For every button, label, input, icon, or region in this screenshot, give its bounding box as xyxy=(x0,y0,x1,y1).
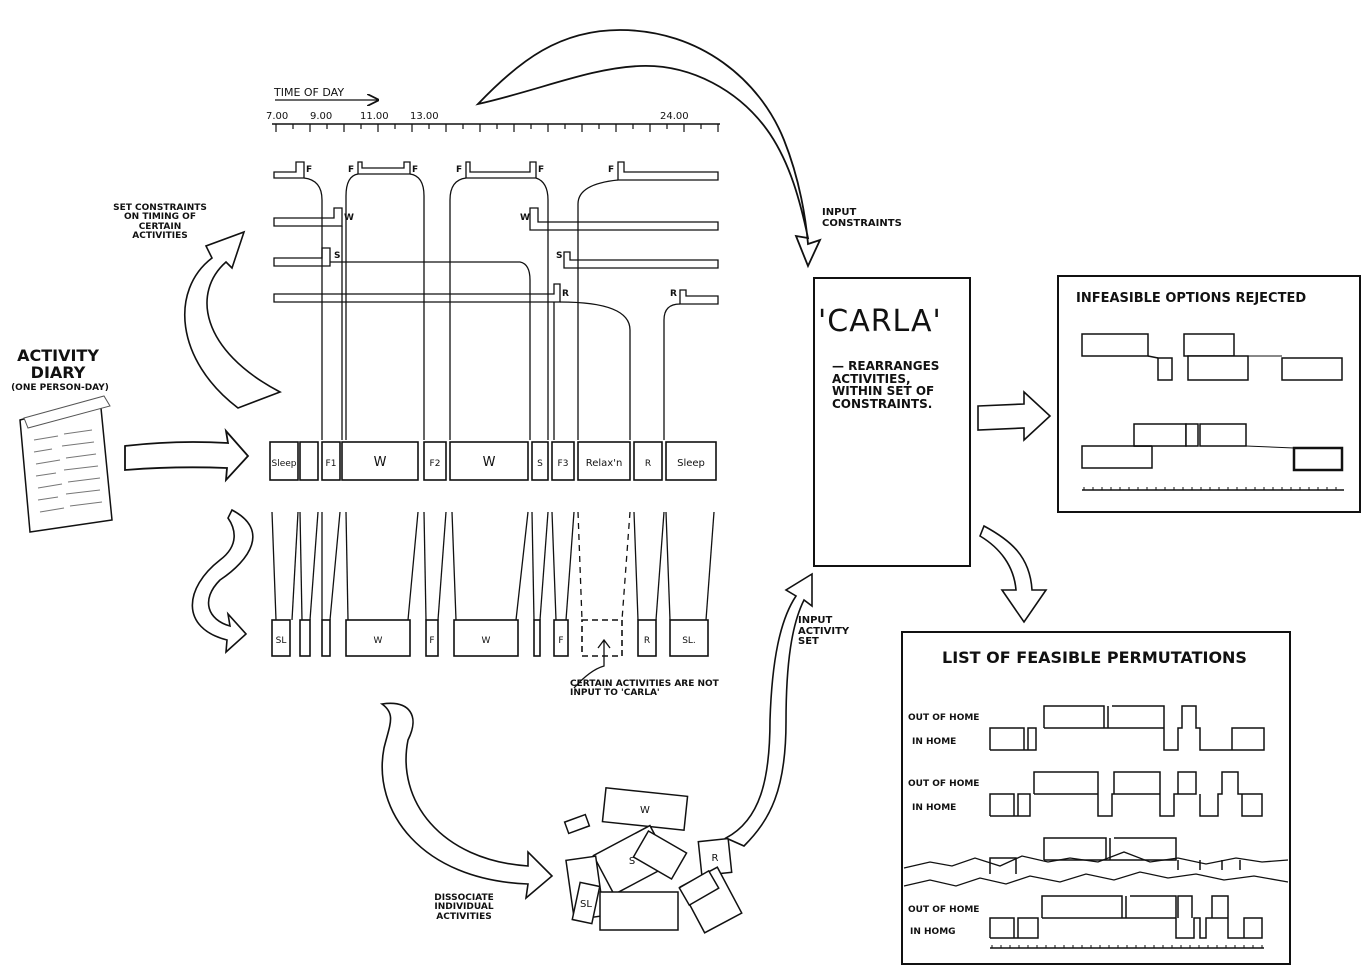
in-home-label: IN HOME xyxy=(912,804,956,813)
scattered-label: SL xyxy=(580,899,592,910)
time-axis-label: TIME OF DAY xyxy=(273,86,344,99)
activity-label: R xyxy=(645,459,651,469)
rejected-title: INFEASIBLE OPTIONS REJECTED xyxy=(1076,292,1356,306)
tick-label: 13.00 xyxy=(410,111,439,122)
diary-title: ACTIVITY DIARY xyxy=(8,348,108,382)
activity-label: F1 xyxy=(326,459,337,469)
tick-label: 24.00 xyxy=(660,111,689,122)
activity-row: Sleep F1 W F2 W S F3 Relax'n R Sleep xyxy=(270,442,716,480)
dissociated-block xyxy=(534,620,540,656)
activity-label: Sleep xyxy=(271,459,296,469)
activity-label: Relax'n xyxy=(586,458,623,469)
dissociated-label: W xyxy=(482,636,491,646)
scattered-activities: WSFRSL xyxy=(565,788,742,933)
tick-label: 7.00 xyxy=(266,111,288,122)
certain-activities-note: CERTAIN ACTIVITIES ARE NOT INPUT TO 'CAR… xyxy=(570,680,720,699)
constraints-note: SET CONSTRAINTS ON TIMING OF CERTAIN ACT… xyxy=(110,204,210,242)
dissociated-label: F xyxy=(558,636,563,646)
activity-label: S xyxy=(537,459,543,469)
rejected-panel xyxy=(1058,276,1360,512)
activities-to-dissociated-arrow xyxy=(192,510,252,652)
marker-label: R xyxy=(562,289,569,299)
diary-subtitle: (ONE PERSON-DAY) xyxy=(0,384,120,393)
marker-label: F xyxy=(412,165,418,175)
marker-label: W xyxy=(520,213,530,223)
input-activity-set-label: INPUT ACTIVITY SET xyxy=(798,616,868,648)
out-of-home-label: OUT OF HOME xyxy=(908,780,979,789)
marker-label: F xyxy=(538,165,544,175)
dissociated-block xyxy=(322,620,330,656)
dissociation-lines xyxy=(272,512,714,620)
dissociated-label: F xyxy=(429,636,434,646)
scattered-label: R xyxy=(712,853,719,864)
in-home-label: IN HOME xyxy=(912,738,956,747)
dissociate-arrow xyxy=(382,703,552,898)
constraint-markers: F F F F F F W W S S R R xyxy=(306,165,677,299)
marker-label: F xyxy=(306,165,312,175)
carla-to-feasible-arrow xyxy=(980,526,1046,622)
carla-to-rejected-arrow xyxy=(978,392,1050,440)
dissociated-block xyxy=(300,620,310,656)
time-axis xyxy=(272,100,720,132)
scattered-block xyxy=(565,815,590,834)
diary-booklet-icon xyxy=(20,396,112,532)
constraint-lines xyxy=(274,162,718,440)
activity-label: F2 xyxy=(430,459,441,469)
marker-label: F xyxy=(456,165,462,175)
out-of-home-label: OUT OF HOME xyxy=(908,906,979,915)
activity-label: F3 xyxy=(558,459,569,469)
marker-label: S xyxy=(334,251,340,261)
diary-to-constraints-arrow xyxy=(185,232,280,408)
in-home-label: IN HOMG xyxy=(910,928,956,937)
dissociated-block xyxy=(582,620,622,656)
activity-block xyxy=(300,442,318,480)
dissociated-label: SL xyxy=(276,636,287,646)
marker-label: R xyxy=(670,289,677,299)
dissociated-label: W xyxy=(374,636,383,646)
input-constraints-label: INPUT CONSTRAINTS xyxy=(822,208,932,229)
activity-label: Sleep xyxy=(677,458,705,469)
activity-label: W xyxy=(483,455,496,470)
dissociated-row: SL W F W F R SL. xyxy=(272,620,708,656)
feasible-title: LIST OF FEASIBLE PERMUTATIONS xyxy=(942,650,1282,667)
carla-title: 'CARLA' xyxy=(818,306,968,338)
diary-to-activities-arrow xyxy=(125,431,248,480)
marker-label: S xyxy=(556,251,562,261)
dissociated-label: R xyxy=(644,636,650,646)
marker-label: F xyxy=(348,165,354,175)
tick-label: 9.00 xyxy=(310,111,332,122)
dissociate-note: DISSOCIATE INDIVIDUAL ACTIVITIES xyxy=(414,894,514,922)
carla-description: — REARRANGES ACTIVITIES, WITHIN SET OF C… xyxy=(832,360,964,410)
dissociated-label: SL. xyxy=(682,636,696,646)
activity-label: W xyxy=(374,455,387,470)
scattered-label: W xyxy=(640,805,650,816)
scattered-block xyxy=(600,892,678,930)
marker-label: W xyxy=(344,213,354,223)
out-of-home-label: OUT OF HOME xyxy=(908,714,979,723)
marker-label: F xyxy=(608,165,614,175)
tick-label: 11.00 xyxy=(360,111,389,122)
